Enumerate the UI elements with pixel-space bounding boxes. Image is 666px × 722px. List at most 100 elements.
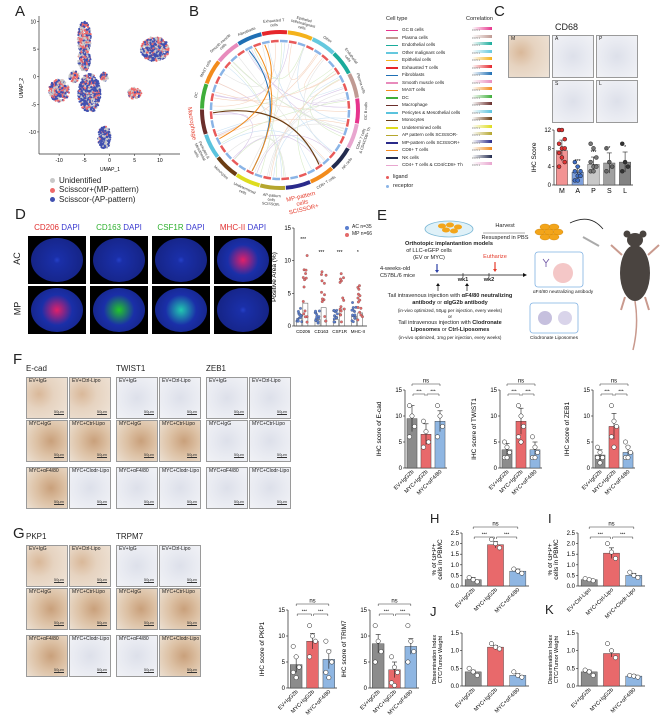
umap-point <box>89 76 92 80</box>
image-tag: L <box>599 81 602 87</box>
x-tick-label: P <box>591 188 596 195</box>
dapi-label: DAPI <box>247 223 267 232</box>
image-label: MYC+αF4/80 <box>29 636 59 642</box>
significance-bracket <box>295 603 330 606</box>
umap-point <box>90 108 93 111</box>
cell-type-legend-item: CD4+ T cells & CD4/CD8+ Th <box>386 162 463 169</box>
significance-bracket <box>588 526 635 529</box>
data-point <box>305 320 309 324</box>
umap-point <box>146 39 149 42</box>
cell-type-legend-item: AP pattern cells SCISSOR- <box>386 132 458 139</box>
y-tick-label: 10 <box>360 634 367 640</box>
cell-type-legend-item: GC B cells <box>386 27 424 34</box>
umap-point <box>143 54 146 57</box>
scale-bar: 50μm <box>186 452 197 458</box>
umap-point <box>167 47 170 50</box>
cell-type-label: MP-pattern cells SCISSOR+ <box>402 139 460 145</box>
chord <box>270 79 340 177</box>
correlation-ticks: 0 0.5 1 <box>472 96 480 100</box>
umap-point <box>97 84 100 87</box>
cell-type-label: Exhausted T cells <box>402 64 439 70</box>
ligand-segment <box>212 128 218 137</box>
significance-label: *** <box>591 150 597 156</box>
umap-point <box>84 24 88 27</box>
chord <box>273 117 347 177</box>
y-tick-label: 2.5 <box>451 531 460 537</box>
legend-swatch <box>386 37 398 39</box>
bar <box>487 646 504 687</box>
significance-label: *** <box>318 250 324 256</box>
scale-bar: 50μm <box>53 452 64 458</box>
receptor-segment <box>215 137 222 146</box>
umap-point <box>59 86 62 89</box>
x-tick-label: -10 <box>56 158 63 164</box>
umap-point <box>99 141 102 145</box>
y-tick-label: 0.0 <box>567 584 576 590</box>
data-point <box>516 403 521 409</box>
chord <box>260 43 282 175</box>
data-point <box>290 669 296 675</box>
ring-label: AP-pattern <box>263 193 281 199</box>
image-label: MYC+IgG <box>209 421 232 427</box>
data-point <box>304 272 307 275</box>
significance-label: *** <box>511 389 517 394</box>
ligand-segment <box>246 169 255 175</box>
umap-point <box>156 46 159 49</box>
umap-point <box>83 87 87 90</box>
umap-points <box>48 20 170 150</box>
umap-point <box>100 144 103 147</box>
panel-label-c: C <box>494 3 505 20</box>
umap-point <box>151 42 154 46</box>
data-point <box>324 273 328 277</box>
x-tick-label: M <box>559 188 565 195</box>
umap-point <box>84 53 87 56</box>
legend-dot-icon <box>50 187 55 193</box>
data-point <box>613 555 618 561</box>
highlight-chord <box>251 47 273 172</box>
resuspend-label: Resuspend in PBS <box>481 235 529 241</box>
y-tick-label: 8 <box>548 146 552 152</box>
umap-point <box>60 91 63 94</box>
data-point <box>591 169 596 174</box>
data-point <box>405 623 411 629</box>
panel-label-e: E <box>377 207 388 224</box>
y-tick-label: 15 <box>284 226 291 232</box>
ring-label: DC <box>194 92 199 98</box>
y-tick-label: 1.0 <box>567 563 576 569</box>
umap-point <box>143 41 147 44</box>
cell-type-label: CD4+ T cells & CD4/CD8+ Th <box>402 162 463 168</box>
y-tick-label: 0 <box>282 686 286 692</box>
significance-label: *** <box>620 532 626 537</box>
data-point <box>532 444 538 450</box>
receptor-segment <box>261 40 270 45</box>
umap-point <box>55 85 58 88</box>
data-point <box>578 173 583 179</box>
data-point <box>575 178 580 183</box>
y-tick-label: 5 <box>399 440 403 446</box>
mice-label-1: 4-weeks-old <box>380 266 411 272</box>
umap-point <box>128 88 131 91</box>
model-sub2: (EV or MYC) <box>413 255 445 261</box>
cell-type-label: Plasma cells <box>402 34 428 40</box>
umap-point <box>63 90 67 93</box>
data-point <box>562 146 567 151</box>
umap-point <box>103 145 106 148</box>
umap-point <box>134 88 137 91</box>
data-point <box>556 164 562 169</box>
umap-point <box>161 41 165 44</box>
y-axis-label: IHC score of TWIST1 <box>471 398 478 460</box>
umap-point <box>77 74 80 78</box>
cd68-image-l: L <box>596 80 638 123</box>
data-point <box>358 294 362 298</box>
data-point <box>323 638 329 644</box>
legend-swatch <box>386 97 398 99</box>
legend-item: Unidentified <box>50 176 139 186</box>
data-point <box>372 623 378 629</box>
significance-label: *** <box>300 237 306 243</box>
ring-label: cells <box>344 54 352 63</box>
umap-point <box>85 107 88 110</box>
umap-point <box>84 80 87 83</box>
data-point <box>394 669 400 675</box>
umap-point <box>128 93 131 96</box>
